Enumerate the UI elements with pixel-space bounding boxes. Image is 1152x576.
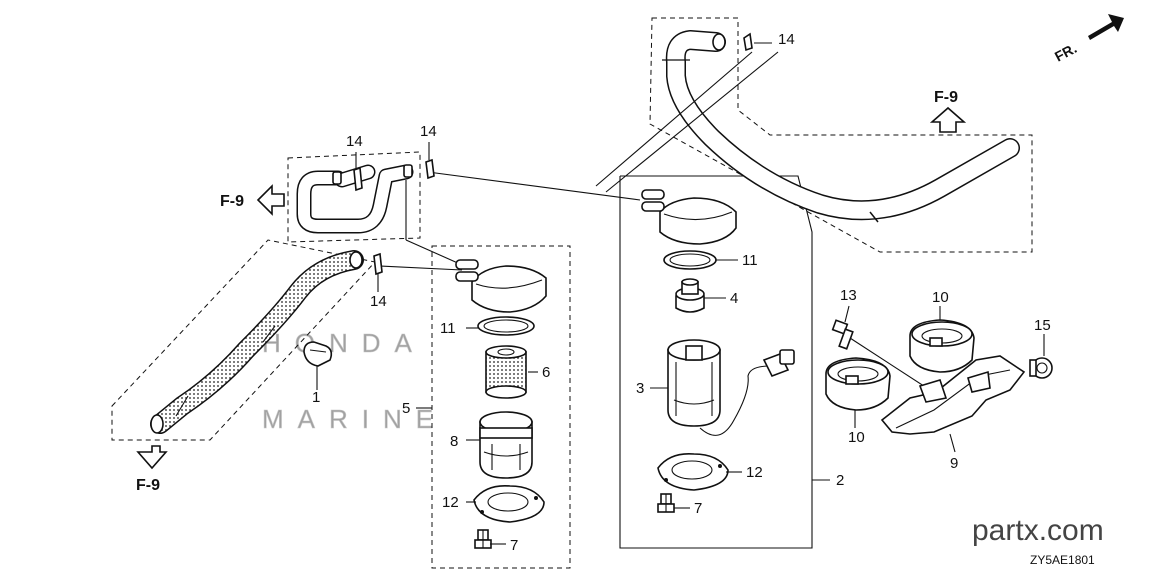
front-label: FR.: [1052, 40, 1079, 65]
callout-3: 3: [636, 380, 644, 397]
cap-nipple-5b: [455, 271, 479, 282]
callout-14-b: 14: [420, 123, 437, 140]
front-arrow-icon: [1088, 14, 1124, 40]
ref-label-bottom: F-9: [136, 477, 160, 494]
clamp-10-lower: [825, 357, 891, 428]
group-outlines: [111, 17, 1033, 569]
filter-cup-8: [479, 411, 533, 479]
callout-10-lower: 10: [848, 429, 865, 446]
clamp-10-upper: [909, 319, 975, 373]
filter-assembly-2: [641, 189, 795, 513]
callout-10-upper: 10: [932, 289, 949, 306]
callout-9: 9: [950, 455, 958, 472]
callout-12-right: 12: [746, 464, 763, 481]
brand-watermark-line1: HONDA: [262, 328, 426, 358]
gasket-12-left: [473, 484, 545, 523]
callout-13: 13: [840, 287, 857, 304]
float-4: [675, 278, 705, 313]
clip-14-left-a: [353, 152, 363, 192]
brand-watermark-line2: MARINE: [262, 404, 447, 434]
hose-clip-1: [303, 341, 333, 390]
filter-cap-5: [471, 265, 547, 313]
filter-assembly-5-outline: [431, 245, 571, 569]
brand-watermark: HONDA MARINE: [262, 328, 447, 435]
callouts: 1 2 3 4 5 6 7 7 8 9 10 10 11 11 12 12 13…: [312, 31, 1051, 554]
ref-arrow-left: F-9: [220, 184, 285, 216]
cap-nipple-5a: [455, 259, 479, 270]
callout-7-left: 7: [510, 537, 518, 554]
callout-7-right: 7: [694, 500, 702, 517]
filter-cap-2: [659, 197, 737, 245]
bolt-13: [831, 305, 854, 350]
front-indicator: FR.: [1052, 14, 1124, 65]
callout-4: 4: [730, 290, 738, 307]
callout-14-a: 14: [346, 133, 363, 150]
callout-8: 8: [450, 433, 458, 450]
callout-15: 15: [1034, 317, 1051, 334]
callout-5: 5: [402, 400, 410, 417]
upper-hose-group-outline: [649, 17, 1033, 253]
callout-1: 1: [312, 389, 320, 406]
callout-14-c: 14: [370, 293, 387, 310]
arrow-down-icon: [136, 445, 168, 470]
long-hose-group-outline: [111, 239, 376, 441]
callout-2: 2: [836, 472, 844, 489]
bolt-7-left: [474, 529, 492, 549]
gasket-12-right: [657, 452, 729, 491]
filter-assembly-5: [455, 259, 547, 549]
clip-14-upper: [743, 32, 772, 52]
cap-nipple-2a: [641, 189, 665, 200]
ref-label-left: F-9: [220, 193, 244, 210]
callout-leaders: [416, 259, 830, 545]
ref-label-top-right: F-9: [934, 89, 958, 106]
callout-11-right: 11: [742, 252, 758, 269]
small-hose-group-outline: [287, 151, 421, 243]
clip-14-left-c: [373, 252, 383, 292]
upper-fuel-hose: [662, 30, 1020, 223]
long-fuel-hose: [150, 250, 364, 434]
site-watermark: partx.com: [972, 514, 1104, 547]
callout-6: 6: [542, 364, 550, 381]
bracket-assembly: [825, 305, 1053, 453]
drawing-code: ZY5AE1801: [1030, 553, 1095, 567]
callout-12-left: 12: [442, 494, 459, 511]
callout-11-left: 11: [440, 320, 456, 337]
callout-14-d: 14: [778, 31, 795, 48]
bolt-7-right: [657, 493, 675, 513]
arrow-up-icon: [929, 106, 967, 133]
clip-14-left-b: [425, 142, 435, 180]
arrow-left-icon: [256, 184, 285, 216]
ref-arrow-top-right: F-9: [929, 89, 967, 133]
sensor-cup-3: [667, 339, 721, 427]
cap-nipple-2b: [641, 201, 665, 212]
filter-element-6: [485, 345, 527, 399]
nut-15: [1029, 334, 1053, 379]
ref-arrow-bottom: F-9: [136, 445, 168, 494]
connection-leaders: [379, 51, 931, 391]
